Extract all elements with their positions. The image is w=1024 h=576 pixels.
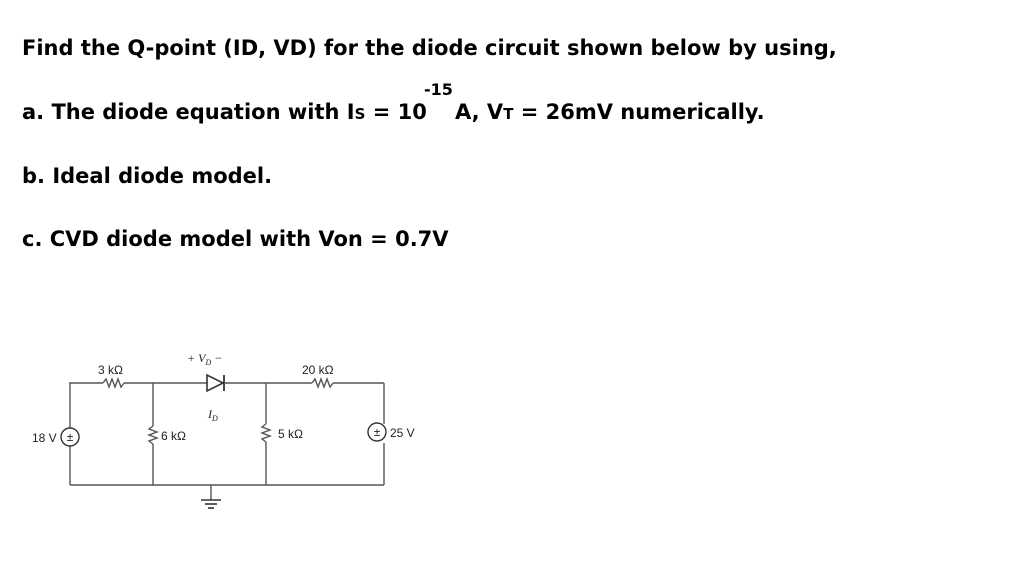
part-a-prefix: a. The diode equation with I bbox=[22, 100, 355, 124]
r1-label: 3 kΩ bbox=[98, 363, 123, 377]
resistor-r1 bbox=[102, 377, 125, 389]
r4-label: 5 kΩ bbox=[278, 427, 303, 441]
source-right bbox=[367, 422, 387, 442]
vd-label: + VD− bbox=[187, 351, 222, 367]
vd-text: + V bbox=[187, 351, 207, 365]
resistor-r3 bbox=[311, 377, 334, 389]
vt-subscript: T bbox=[503, 105, 514, 123]
question-part-b: b. Ideal diode model. bbox=[22, 164, 273, 188]
exponent: -15 bbox=[424, 80, 453, 99]
part-a-suffix-b: = 26mV numerically. bbox=[513, 100, 765, 124]
question-title: Find the Q-point (ID, VD) for the diode … bbox=[22, 36, 837, 60]
id-text: I bbox=[207, 407, 213, 421]
r3-label: 20 kΩ bbox=[302, 363, 334, 377]
top-wire bbox=[69, 382, 103, 384]
resistor-r2 bbox=[147, 425, 159, 445]
id-subscript: D bbox=[211, 414, 218, 423]
source-left-label: 18 V bbox=[32, 431, 57, 445]
vd-subscript: D bbox=[204, 358, 211, 367]
part-a-suffix-a: A, V bbox=[455, 100, 504, 124]
question-part-a: a. The diode equation with IS = 10 bbox=[22, 100, 427, 124]
vd-minus: − bbox=[214, 351, 222, 365]
source-left bbox=[60, 427, 80, 447]
source-right-symbol: ± bbox=[374, 425, 381, 439]
is-subscript: S bbox=[354, 105, 366, 123]
diode bbox=[206, 373, 225, 393]
source-right-label: 25 V bbox=[390, 426, 415, 440]
part-a-equals: = 10 bbox=[365, 100, 427, 124]
part-a-vt: A, VT = 26mV numerically. bbox=[455, 100, 765, 124]
resistor-r4 bbox=[260, 423, 272, 443]
question-part-c: c. CVD diode model with Von = 0.7V bbox=[22, 227, 449, 251]
id-label: ID bbox=[207, 407, 218, 423]
r2-label: 6 kΩ bbox=[161, 429, 186, 443]
source-left-symbol: ± bbox=[67, 430, 74, 444]
